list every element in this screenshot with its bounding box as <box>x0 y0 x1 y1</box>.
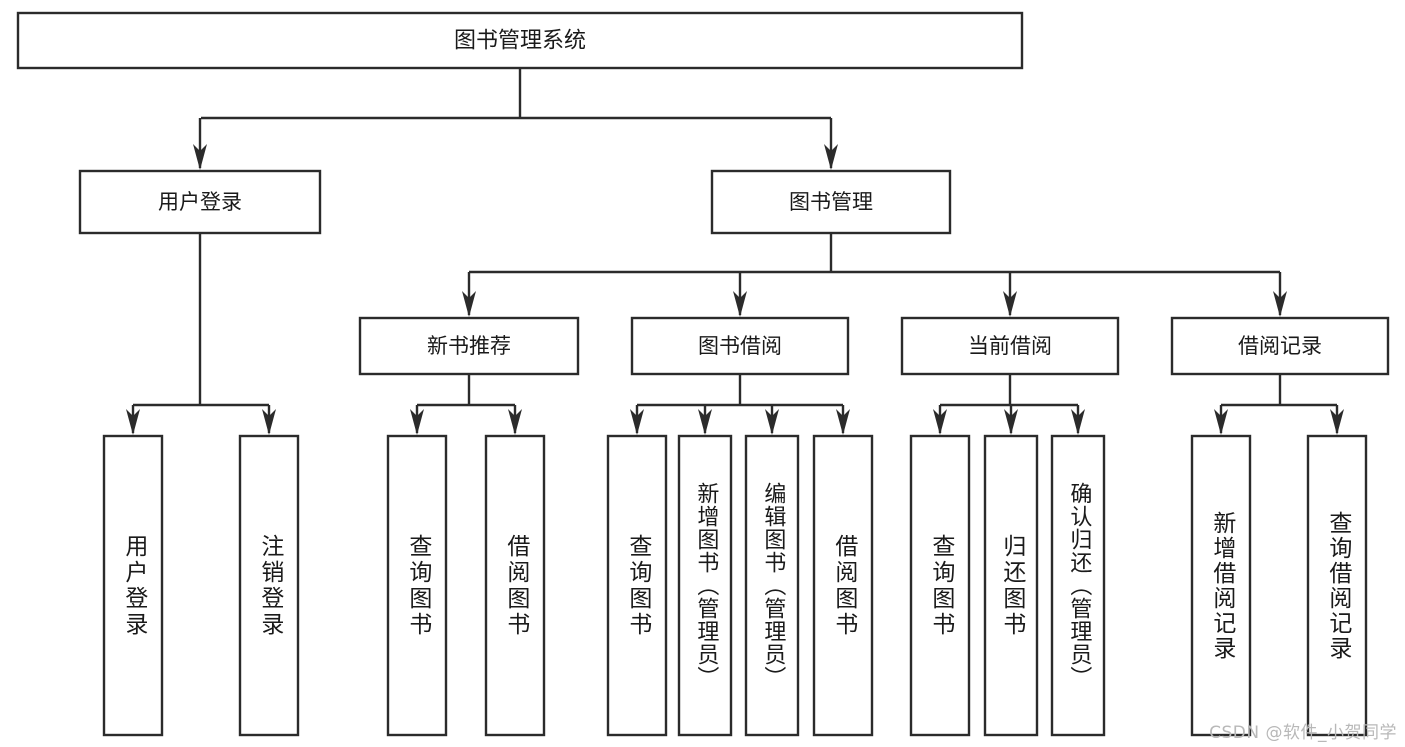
leaf-box-leaf-br-add <box>1190 434 1252 737</box>
arrow-borrow-record <box>1273 291 1287 317</box>
leaf-leaf-bb-edit[interactable] <box>744 434 800 737</box>
node-label-current-borrow: 当前借阅 <box>968 334 1052 358</box>
leaf-leaf-bb-borrow[interactable] <box>812 434 874 737</box>
node-box-current-borrow <box>900 316 1120 376</box>
leaf-leaf-cb-confirm[interactable] <box>1050 434 1106 737</box>
leaf-leaf-br-query[interactable] <box>1306 434 1368 737</box>
node-box-user-login <box>78 169 322 235</box>
arrow-leaf-bb-add <box>698 409 712 435</box>
leaf-box-leaf-bb-add <box>677 434 733 737</box>
node-label-root: 图书管理系统 <box>454 29 586 54</box>
leaf-leaf-br-add[interactable] <box>1190 434 1252 737</box>
node-borrow-record[interactable]: 借阅记录 <box>1170 316 1390 376</box>
arrow-leaf-bb-query <box>630 409 644 435</box>
node-current-borrow[interactable]: 当前借阅 <box>900 316 1120 376</box>
node-label-new-book-rec: 新书推荐 <box>427 334 511 358</box>
leaf-leaf-user-logout[interactable] <box>238 434 300 737</box>
arrow-leaf-rec-query <box>410 409 424 435</box>
leaf-box-leaf-br-query <box>1306 434 1368 737</box>
arrow-leaf-bb-borrow <box>836 409 850 435</box>
leaf-box-leaf-user-logout <box>238 434 300 737</box>
leaf-leaf-bb-query[interactable] <box>606 434 668 737</box>
node-label-book-manage: 图书管理 <box>789 190 873 214</box>
csdn-watermark: CSDN @软件_小贺同学 <box>1209 723 1397 743</box>
node-book-borrow[interactable]: 图书借阅 <box>630 316 850 376</box>
arrow-leaf-br-query <box>1330 409 1344 435</box>
leaf-leaf-user-login[interactable] <box>102 434 164 737</box>
leaf-box-leaf-rec-query <box>386 434 448 737</box>
node-label-borrow-record: 借阅记录 <box>1238 334 1322 358</box>
arrow-current-borrow <box>1003 291 1017 317</box>
arrow-leaf-br-add <box>1214 409 1228 435</box>
leaf-box-leaf-rec-borrow <box>484 434 546 737</box>
leaf-box-leaf-cb-query <box>909 434 971 737</box>
arrow-leaf-bb-edit <box>765 409 779 435</box>
leaf-box-leaf-cb-return <box>983 434 1039 737</box>
node-box-borrow-record <box>1170 316 1390 376</box>
arrow-new-book-rec <box>462 291 476 317</box>
leaf-box-leaf-bb-query <box>606 434 668 737</box>
leaf-leaf-rec-query[interactable] <box>386 434 448 737</box>
arrow-leaf-rec-borrow <box>508 409 522 435</box>
node-box-book-borrow <box>630 316 850 376</box>
node-root[interactable]: 图书管理系统 <box>16 11 1024 70</box>
node-new-book-rec[interactable]: 新书推荐 <box>358 316 580 376</box>
arrow-leaf-cb-query <box>933 409 947 435</box>
arrow-book-manage <box>824 144 838 170</box>
node-label-book-borrow: 图书借阅 <box>698 334 782 358</box>
node-box-root <box>16 11 1024 70</box>
connectors-layer <box>126 68 1344 435</box>
arrow-leaf-cb-confirm <box>1071 409 1085 435</box>
leaf-box-leaf-user-login <box>102 434 164 737</box>
arrow-leaf-user-logout <box>262 409 276 435</box>
node-box-new-book-rec <box>358 316 580 376</box>
node-book-manage[interactable]: 图书管理 <box>710 169 952 235</box>
arrow-leaf-cb-return <box>1004 409 1018 435</box>
leaf-box-leaf-cb-confirm <box>1050 434 1106 737</box>
leaf-leaf-bb-add[interactable] <box>677 434 733 737</box>
arrow-leaf-user-login <box>126 409 140 435</box>
leaf-leaf-cb-return[interactable] <box>983 434 1039 737</box>
leaf-leaf-cb-query[interactable] <box>909 434 971 737</box>
node-box-book-manage <box>710 169 952 235</box>
arrow-book-borrow <box>733 291 747 317</box>
leaf-box-leaf-bb-edit <box>744 434 800 737</box>
leaf-box-leaf-bb-borrow <box>812 434 874 737</box>
node-label-user-login: 用户登录 <box>158 190 242 214</box>
leaf-leaf-rec-borrow[interactable] <box>484 434 546 737</box>
arrow-user-login <box>193 144 207 170</box>
node-user-login[interactable]: 用户登录 <box>78 169 322 235</box>
